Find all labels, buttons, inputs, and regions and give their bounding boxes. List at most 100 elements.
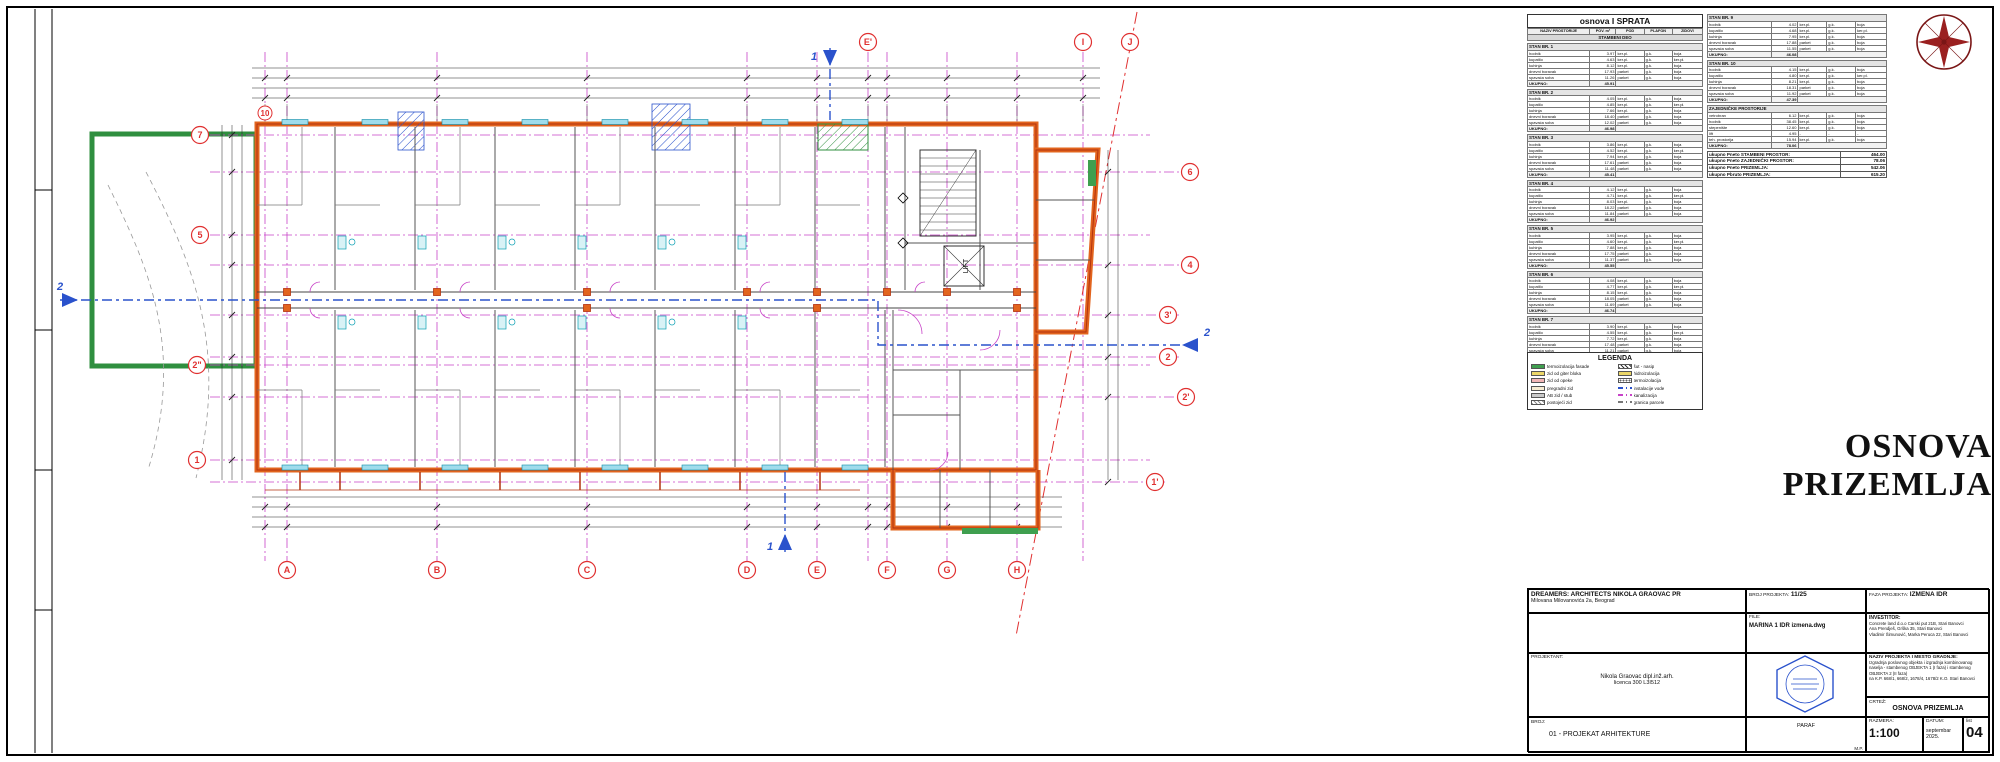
legend-item: postojeći zid <box>1531 399 1613 405</box>
section-arrow <box>778 534 792 550</box>
legend-label: postojeći zid <box>1547 399 1572 405</box>
legend-swatch <box>1531 364 1545 369</box>
legend-title: LEGENDA <box>1597 355 1633 362</box>
legend-item: termoizolacija <box>1617 378 1700 384</box>
legend-swatch <box>1617 371 1632 377</box>
file-cell: FILE: MARINA 1 IDR izmena.dwg <box>1746 613 1866 653</box>
scale-cell: RAZMERA: 1:100 <box>1866 717 1923 753</box>
svg-text:4: 4 <box>1187 260 1192 270</box>
svg-text:6: 6 <box>1187 167 1192 177</box>
legend-item: termoizolacija fasade <box>1531 364 1613 369</box>
north-compass-icon <box>1916 14 1972 70</box>
legend-label: šut - nasip <box>1633 364 1655 369</box>
legend-item: hidroizolacija <box>1617 371 1700 377</box>
interior-partitions <box>257 127 1094 528</box>
project-name-cell: NAZIV PROJEKTA I MESTO GRADNJE: Izgradnj… <box>1866 653 1990 697</box>
legend-label: zid od giter bloka <box>1547 371 1582 377</box>
legend-swatch <box>1617 394 1632 397</box>
legend-item: pregradni zid <box>1531 385 1613 391</box>
building-walls <box>254 103 1101 534</box>
door-swings <box>309 281 1001 471</box>
legend-swatch <box>1617 387 1632 390</box>
legend-item: granica parcele <box>1617 399 1700 405</box>
legend-label: kanalizacija <box>1633 392 1657 398</box>
summary-row: ukupno Pneto STAMBENI PROSTOR:464.00 <box>1707 150 1888 159</box>
stamp-seal <box>1776 655 1834 713</box>
designer-cell: PROJEKTANT: Nikola Graovac dipl.inž.arh.… <box>1528 653 1746 717</box>
svg-text:2': 2' <box>1182 392 1189 402</box>
section-arrow <box>62 293 78 307</box>
legend-label: instalacije vode <box>1633 385 1665 391</box>
section-arrow <box>1182 338 1198 352</box>
lift-label: LIFT <box>963 258 970 273</box>
drawing-name-cell: CRTEŽ: OSNOVA PRIZEMLJA <box>1866 697 1990 717</box>
sheet-frame <box>6 6 1994 756</box>
stamp-cell <box>1746 653 1866 717</box>
legend-label: AB zid / stub <box>1547 392 1573 398</box>
svg-text:A: A <box>284 565 291 575</box>
axis-grid <box>210 11 1200 637</box>
investor-cell: INVESTITOR: Concrete land d.o.o Carski p… <box>1866 613 1990 653</box>
svg-text:G: G <box>943 565 950 575</box>
legend-swatch <box>1531 378 1545 384</box>
drawing-number-cell: BROJ: 01 - PROJEKAT ARHITEKTURE <box>1528 717 1746 753</box>
legend-item: zid od opeke <box>1531 378 1613 384</box>
project-number-cell: BROJ PROJEKTA: 11/25 <box>1746 589 1866 613</box>
legend-swatch <box>1617 378 1632 384</box>
summary-row: ukupno Pbruto PRIZEMLJA:615.20 <box>1707 170 1888 179</box>
schedule-header: NAZIV PROSTORIJE POV. m² POD PLAFON ZIDO… <box>1526 28 1704 42</box>
svg-text:I: I <box>1082 37 1085 47</box>
svg-text:F: F <box>884 565 890 575</box>
section-marks: 2 2 1 1 <box>56 48 1210 553</box>
svg-text:H: H <box>1014 565 1021 575</box>
legend-item: instalacije vode <box>1617 385 1700 391</box>
svg-text:10: 10 <box>261 109 270 118</box>
section-arrow <box>823 50 837 66</box>
title-block: DREAMERS: ARCHITECTS NIKOLA GRAOVAC PR M… <box>1527 588 1990 753</box>
paraf-cell: PARAF M.P. <box>1746 717 1866 753</box>
svg-text:E': E' <box>864 37 872 47</box>
legend-swatch <box>1617 401 1632 404</box>
sheet-number-cell: list 04 <box>1963 717 1990 753</box>
legend-swatch <box>1531 371 1545 377</box>
legend-swatch <box>1531 399 1545 405</box>
svg-text:1: 1 <box>194 455 199 465</box>
legend-label: hidroizolacija <box>1633 371 1660 377</box>
legend-item: AB zid / stub <box>1531 392 1613 398</box>
stair-core: LIFT <box>897 149 985 287</box>
room-schedule-column-1: osnova I SPRATA NAZIV PROSTORIJE POV. m²… <box>1526 14 1704 407</box>
legend-swatch <box>1617 364 1632 369</box>
svg-text:D: D <box>744 565 751 575</box>
svg-text:2: 2 <box>1165 352 1170 362</box>
svg-text:1: 1 <box>811 51 817 63</box>
schedule-title: osnova I SPRATA <box>1527 14 1703 28</box>
grid-bubbles: A B C D E F G H 7 5 2" 1 6 4 3' 2 2' 1' … <box>187 32 1200 580</box>
dimension-lines <box>221 67 1119 531</box>
svg-text:1: 1 <box>767 541 773 553</box>
legend-label: pregradni zid <box>1547 385 1574 391</box>
svg-text:B: B <box>434 565 441 575</box>
phase-cell: FAZA PROJEKTA: IZMENA IDR <box>1866 589 1990 613</box>
legend-label: granica parcele <box>1633 399 1665 405</box>
spacer-cell <box>1528 613 1746 653</box>
legend-item: šut - nasip <box>1617 364 1700 369</box>
svg-text:2: 2 <box>1203 327 1210 339</box>
svg-text:2": 2" <box>192 360 201 370</box>
firm-cell: DREAMERS: ARCHITECTS NIKOLA GRAOVAC PR M… <box>1528 589 1746 613</box>
svg-text:5: 5 <box>197 230 202 240</box>
legend-item: kanalizacija <box>1617 392 1700 398</box>
date-cell: DATUM: septembar 2025. <box>1923 717 1963 753</box>
legend-swatch <box>1531 385 1545 391</box>
courtyard <box>89 131 259 479</box>
